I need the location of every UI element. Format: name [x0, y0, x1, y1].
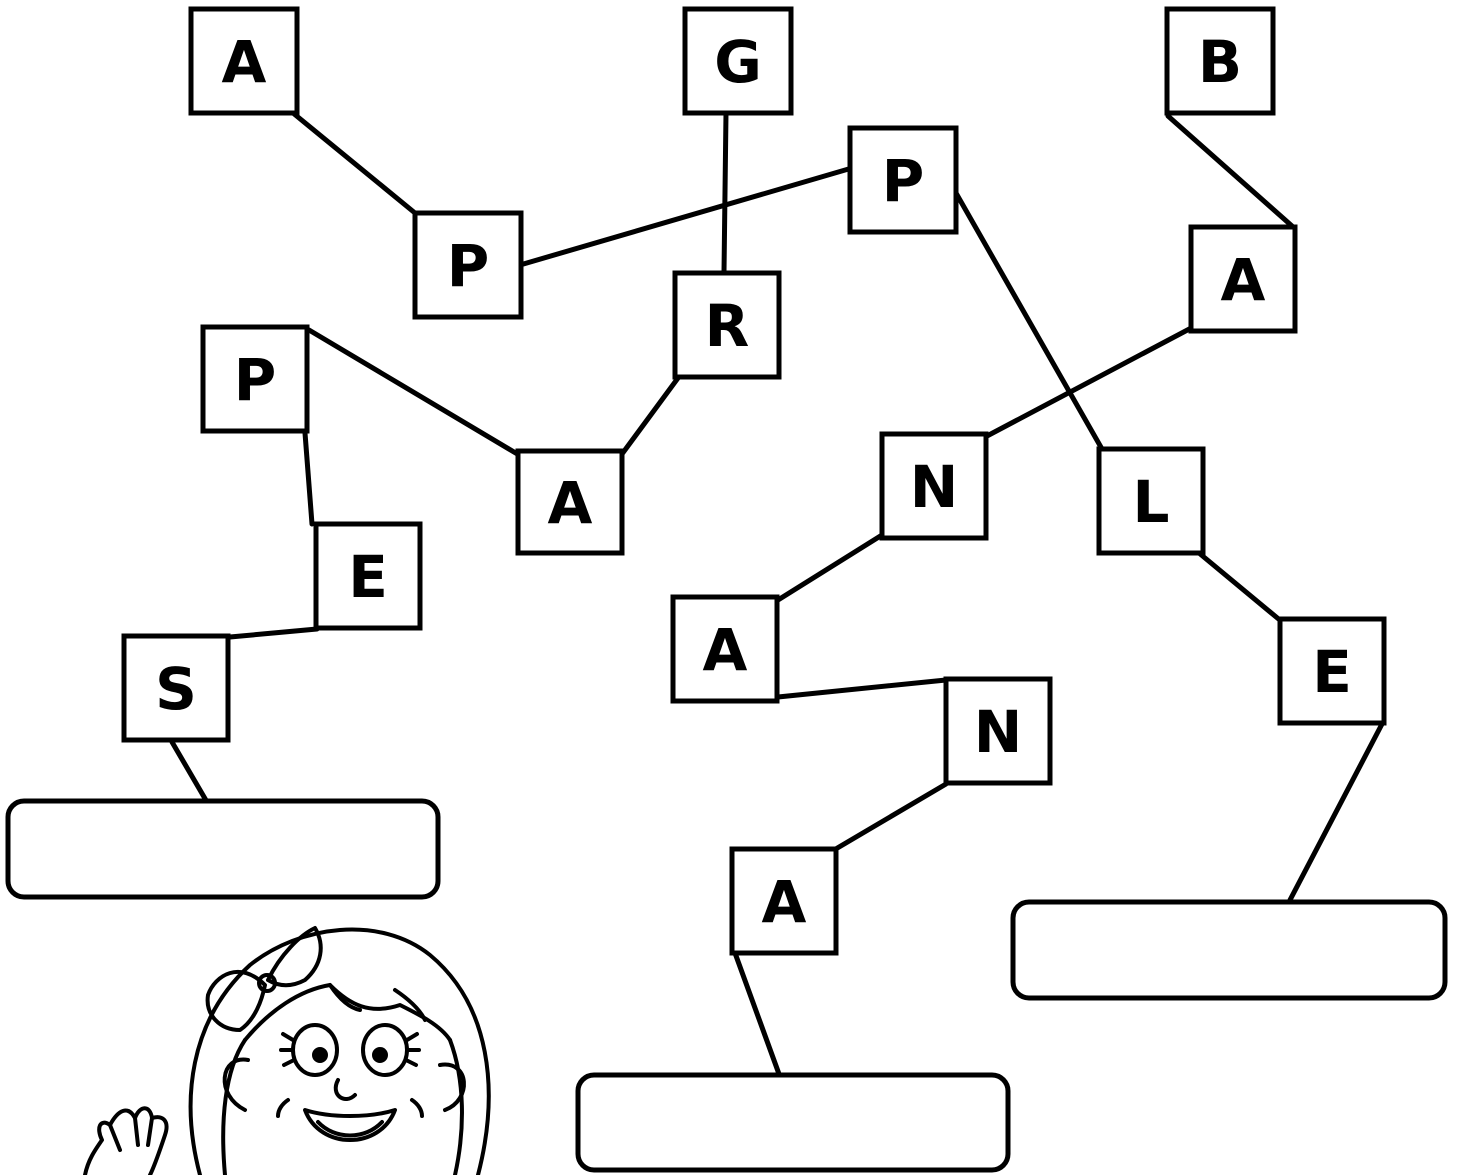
tile-letter: S	[155, 655, 197, 723]
letter-tile: N	[882, 434, 986, 538]
tile-letter: N	[910, 453, 959, 521]
letter-tile: E	[316, 524, 420, 628]
letter-tile: G	[685, 9, 791, 113]
tile-letter: A	[548, 469, 593, 537]
tile-letter: B	[1198, 28, 1242, 96]
letter-tile: A	[191, 9, 297, 113]
tile-letter: R	[705, 292, 750, 360]
tile-letter: G	[714, 28, 762, 96]
tile-letter: P	[882, 147, 925, 215]
tile-letter: A	[703, 616, 748, 684]
tile-letter: N	[974, 698, 1023, 766]
tile-letter: A	[762, 868, 807, 936]
tile-letter: L	[1133, 468, 1170, 536]
tile-letter: E	[348, 543, 388, 611]
letter-tile: B	[1167, 9, 1273, 113]
letter-tile: A	[673, 597, 777, 701]
answer-box-right[interactable]	[1013, 902, 1445, 998]
waving-girl-icon	[85, 928, 489, 1175]
tile-letter: A	[222, 28, 267, 96]
letter-tile: L	[1099, 449, 1203, 553]
tile-letter: E	[1312, 638, 1352, 706]
letter-tile: A	[518, 451, 622, 553]
letter-tile: A	[732, 849, 836, 953]
letter-tile: P	[850, 128, 956, 232]
tile-letter: P	[447, 232, 490, 300]
letter-tile: E	[1280, 619, 1384, 723]
letter-tile: P	[203, 327, 307, 431]
letter-tile: R	[675, 273, 779, 377]
tile-letter: A	[1221, 246, 1266, 314]
letter-tile: A	[1191, 227, 1295, 331]
tile-letter: P	[234, 346, 277, 414]
answer-box-middle[interactable]	[578, 1075, 1008, 1170]
letter-tile: N	[946, 679, 1050, 783]
answer-box-left[interactable]	[8, 801, 438, 897]
letter-tile: P	[415, 213, 521, 317]
letter-tile: S	[124, 636, 228, 740]
